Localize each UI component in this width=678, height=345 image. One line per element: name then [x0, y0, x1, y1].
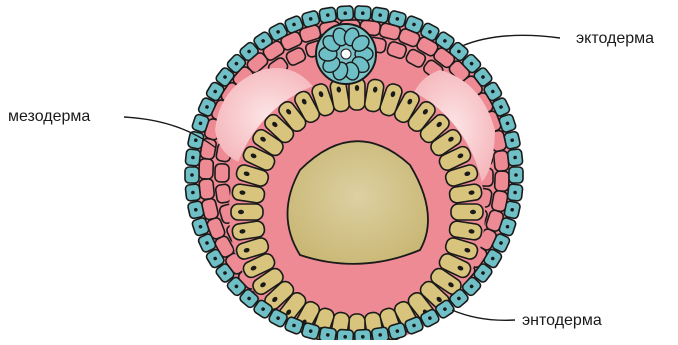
endoderm-nucleus — [238, 210, 244, 214]
ectoderm-cell — [507, 184, 523, 201]
endoderm-label: энтодерма — [522, 312, 602, 330]
ectoderm-cell — [504, 131, 521, 150]
endoderm-cell-body — [231, 204, 263, 220]
mesoderm-cell — [493, 150, 509, 171]
ectoderm-cell — [187, 200, 204, 219]
ectoderm-cell — [337, 6, 354, 21]
mesoderm-cell — [199, 159, 214, 180]
mesoderm-cell — [495, 171, 510, 192]
mesoderm-label: мезодерма — [8, 108, 90, 126]
ectoderm-cell — [354, 6, 371, 21]
ectoderm-cell — [354, 329, 371, 340]
neural-canal — [341, 49, 351, 59]
ectoderm-cell — [371, 327, 389, 340]
ectoderm-cell — [507, 149, 523, 166]
endoderm-cell — [451, 204, 483, 220]
mesoderm-cell — [199, 178, 215, 199]
ectoderm-cell — [185, 149, 201, 166]
endoderm-nucleus — [470, 210, 476, 214]
ectoderm-nucleus — [514, 173, 518, 177]
ectoderm-cell — [319, 327, 337, 340]
ectoderm-cell — [187, 131, 204, 150]
ectoderm-cell — [509, 167, 523, 183]
endoderm-cell — [231, 204, 263, 220]
ectoderm-cell — [185, 167, 199, 183]
ectoderm-nucleus — [190, 173, 194, 177]
endoderm-nucleus — [355, 85, 359, 91]
ectoderm-label: эктодерма — [576, 30, 654, 48]
ectoderm-cell — [337, 329, 354, 340]
mesoderm-cell — [215, 184, 231, 204]
ectoderm-leader — [462, 35, 560, 46]
ectoderm-cell — [319, 7, 337, 23]
ectoderm-cell — [504, 200, 521, 219]
ectoderm-cell — [371, 7, 389, 23]
endoderm-cell-body — [451, 204, 483, 220]
ectoderm-cell — [185, 184, 201, 201]
mesoderm-cell — [215, 164, 229, 182]
endoderm-leader — [452, 310, 515, 320]
neural-tube — [316, 24, 376, 84]
